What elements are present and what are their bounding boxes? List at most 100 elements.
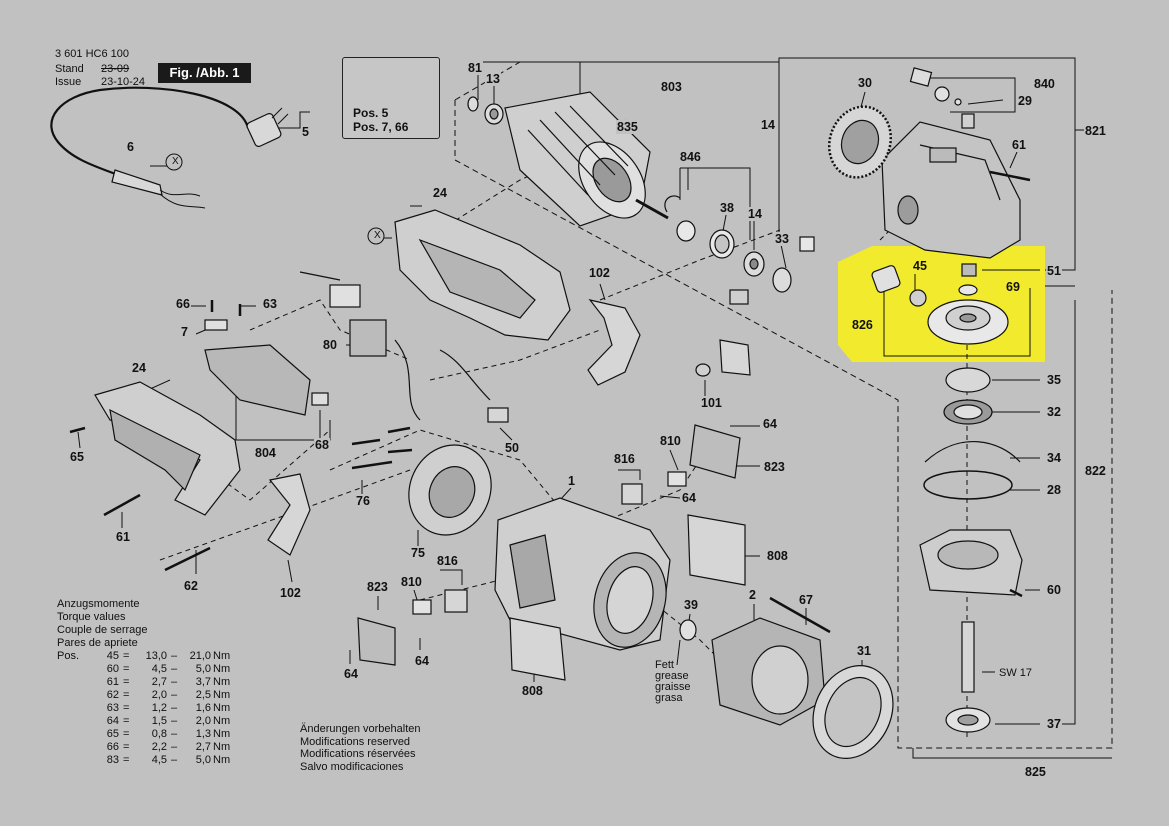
- torque-cell: [57, 663, 97, 676]
- callout-822: 822: [1084, 464, 1107, 478]
- callout-810-bottom: 810: [400, 575, 423, 589]
- callout-35: 35: [1046, 373, 1062, 387]
- torque-cell: =: [123, 754, 130, 766]
- callout-29: 29: [1017, 94, 1033, 108]
- torque-cell: –: [170, 689, 178, 701]
- callout-1: 1: [567, 474, 576, 488]
- callout-816-top: 816: [613, 452, 636, 466]
- callout-31: 31: [856, 644, 872, 658]
- torque-heading-es: Pares de apriete: [57, 637, 138, 649]
- torque-cell: =: [123, 676, 130, 688]
- callout-13: 13: [485, 72, 501, 86]
- callout-39: 39: [683, 598, 699, 612]
- torque-cell: =: [123, 702, 130, 714]
- torque-table: Anzugsmomente Torque values Couple de se…: [57, 598, 230, 767]
- grease-label: Fett grease graisse grasa: [655, 660, 690, 704]
- callout-24-top: 24: [432, 186, 448, 200]
- torque-cell: –: [170, 754, 178, 766]
- callout-x-handle: X: [374, 230, 381, 241]
- callout-7: 7: [180, 325, 189, 339]
- torque-cell: 3,7: [195, 676, 211, 688]
- torque-cell: 1,2: [151, 702, 167, 714]
- callout-50: 50: [504, 441, 520, 455]
- callout-x-cord: X: [172, 156, 179, 167]
- torque-cell: 1,6: [195, 702, 211, 714]
- callout-38: 38: [719, 201, 735, 215]
- callout-64-bottom: 64: [414, 654, 430, 668]
- torque-cell: –: [170, 702, 178, 714]
- torque-cell: 2,5: [195, 689, 211, 701]
- issue-label: Issue: [55, 76, 82, 88]
- callout-45: 45: [913, 259, 927, 273]
- callout-835: 835: [616, 120, 639, 134]
- torque-cell: =: [123, 741, 130, 753]
- callout-102-bottom: 102: [279, 586, 302, 600]
- torque-cell: 63: [106, 702, 119, 714]
- torque-cell: 21,0: [189, 650, 211, 662]
- stand-value: 23-09: [101, 63, 130, 75]
- callout-2: 2: [748, 588, 757, 602]
- torque-cell: =: [123, 689, 130, 701]
- torque-heading-en: Torque values: [57, 611, 126, 623]
- callout-60: 60: [1046, 583, 1062, 597]
- torque-cell: 2,2: [151, 741, 167, 753]
- grease-label-fr: graisse: [655, 681, 691, 693]
- callout-816-bottom: 816: [436, 554, 459, 568]
- callout-51: 51: [1046, 264, 1062, 278]
- callout-825: 825: [1024, 765, 1047, 779]
- torque-cell: Nm: [213, 715, 231, 727]
- torque-cell: –: [170, 741, 178, 753]
- torque-cell: [57, 715, 97, 728]
- callout-804: 804: [254, 446, 277, 460]
- torque-heading-de: Anzugsmomente: [57, 598, 140, 610]
- torque-cell: Pos.: [57, 650, 80, 662]
- callout-64-mid: 64: [681, 491, 697, 505]
- grease-label-es: grasa: [655, 692, 683, 704]
- torque-cell: 83: [106, 754, 119, 766]
- callout-66: 66: [175, 297, 191, 311]
- torque-cell: Nm: [213, 676, 231, 688]
- callout-30: 30: [857, 76, 873, 90]
- torque-cell: Nm: [213, 650, 231, 662]
- torque-cell: =: [123, 650, 130, 662]
- torque-cell: =: [123, 728, 130, 740]
- torque-cell: Nm: [213, 728, 231, 740]
- callout-808-bottom: 808: [521, 684, 544, 698]
- callout-810-top: 810: [659, 434, 682, 448]
- callout-32: 32: [1046, 405, 1062, 419]
- callout-823-left: 823: [366, 580, 389, 594]
- callout-80: 80: [322, 338, 338, 352]
- modifications-en: Modifications reserved: [300, 735, 411, 748]
- torque-cell: =: [123, 715, 130, 727]
- modifications-es: Salvo modificaciones: [300, 760, 404, 773]
- callout-68: 68: [314, 438, 330, 452]
- callout-24-left: 24: [131, 361, 147, 375]
- callout-808-right: 808: [766, 549, 789, 563]
- torque-cell: 1,5: [151, 715, 167, 727]
- torque-cell: 2,7: [151, 676, 167, 688]
- torque-cell: 4,5: [151, 754, 167, 766]
- callout-101: 101: [700, 396, 723, 410]
- torque-cell: –: [170, 676, 178, 688]
- callout-6: 6: [126, 140, 135, 154]
- callout-102-top: 102: [588, 266, 611, 280]
- callout-76: 76: [355, 494, 371, 508]
- callout-sw17: SW 17: [998, 666, 1034, 680]
- torque-cell: 60: [106, 663, 119, 675]
- torque-cell: 62: [106, 689, 119, 701]
- callout-62: 62: [183, 579, 199, 593]
- highlight-region: [838, 246, 1045, 362]
- warning-pos-1: Pos. 5: [353, 106, 389, 120]
- grease-label-de: Fett: [655, 659, 674, 671]
- issue-value: 23-10-24: [101, 76, 146, 88]
- callout-846: 846: [679, 150, 702, 164]
